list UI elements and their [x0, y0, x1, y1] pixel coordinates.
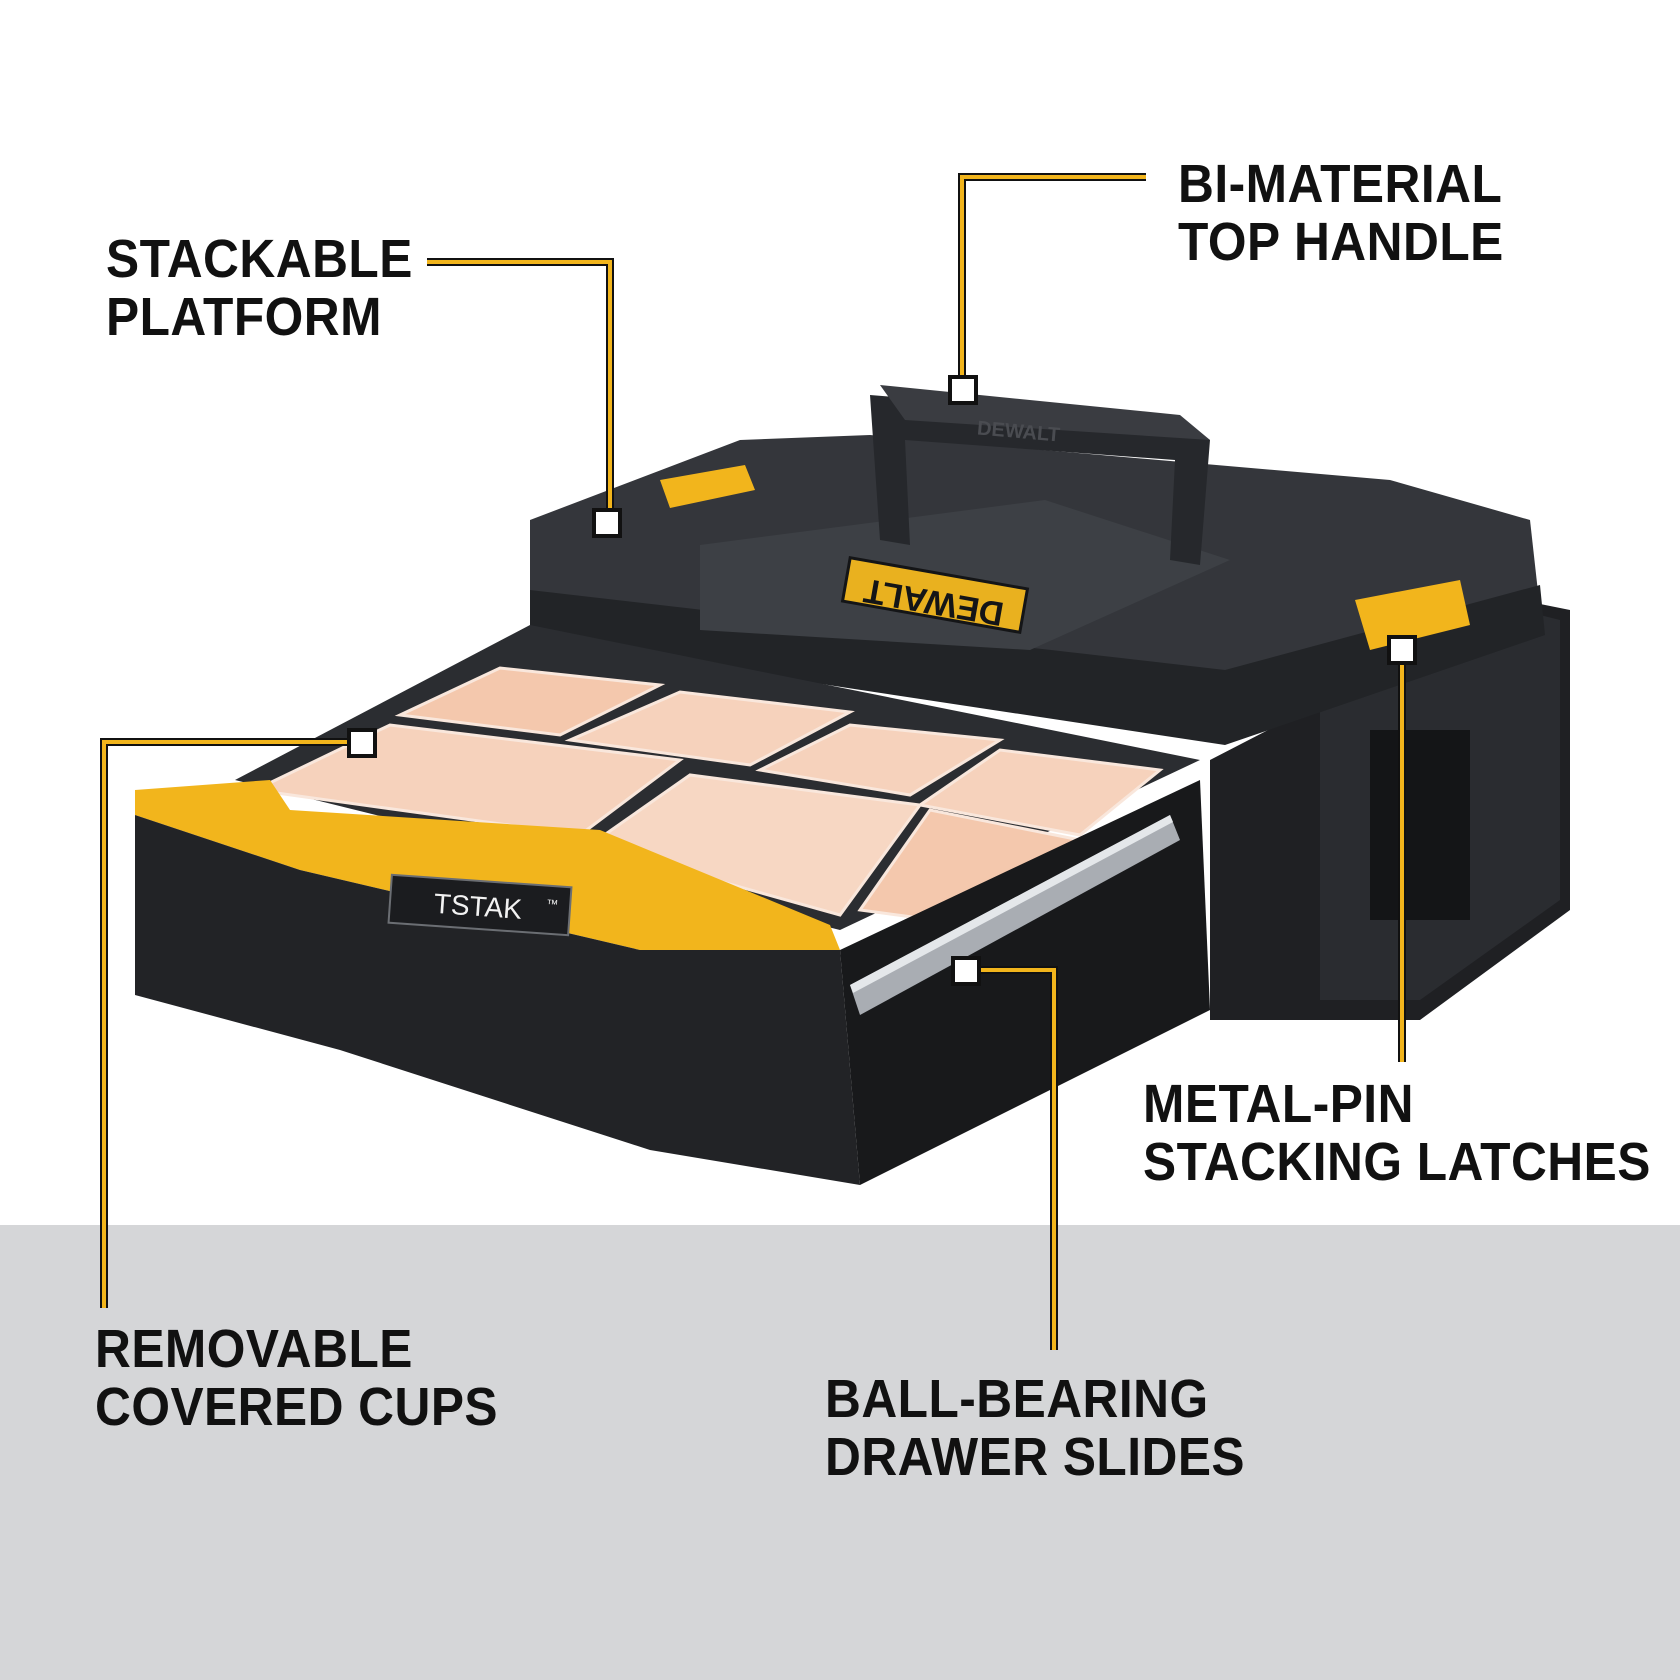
callout-slides-line2: DRAWER SLIDES	[825, 1427, 1246, 1487]
callout-lines	[100, 173, 1406, 1350]
callout-slides-line1: BALL-BEARING	[825, 1369, 1209, 1429]
latch-left	[660, 465, 755, 508]
drawer-side	[840, 780, 1210, 1185]
marker-stackable	[592, 508, 622, 538]
callout-covered-cups: REMOVABLE COVERED CUPS	[95, 1320, 498, 1436]
callout-handle-line2: TOP HANDLE	[1178, 212, 1504, 272]
latch-right	[1355, 580, 1470, 650]
cup	[916, 748, 1164, 837]
leader-line-stackable	[427, 258, 614, 522]
callout-latches-line2: STACKING LATCHES	[1143, 1132, 1651, 1192]
cup	[755, 723, 1005, 797]
callout-stackable-platform: STACKABLE PLATFORM	[106, 230, 413, 346]
cup	[394, 666, 666, 737]
callout-drawer-slides: BALL-BEARING DRAWER SLIDES	[825, 1370, 1245, 1486]
lid-center-panel	[700, 500, 1230, 650]
callout-handle-line1: BI-MATERIAL	[1178, 154, 1503, 214]
drawer-plate	[387, 873, 573, 937]
callout-stackable-line1: STACKABLE	[106, 229, 413, 289]
callout-stackable-line2: PLATFORM	[106, 287, 382, 347]
drawer-plate-trademark: ™	[546, 897, 559, 912]
callout-cups-line2: COVERED CUPS	[95, 1377, 499, 1437]
marker-handle	[948, 375, 978, 405]
drawer-rim	[135, 780, 840, 950]
handle	[870, 395, 1210, 565]
drawer-front	[135, 815, 860, 1185]
floor-background	[0, 1225, 1680, 1680]
lid-logo-plate	[840, 555, 1030, 635]
cup	[564, 690, 855, 767]
drawer-slide-highlight	[850, 815, 1173, 993]
leader-line-handle	[958, 173, 1146, 390]
callout-markers	[347, 375, 1417, 986]
marker-slides	[951, 956, 981, 986]
callout-cups-line1: REMOVABLE	[95, 1319, 413, 1379]
callout-stacking-latches: METAL-PIN STACKING LATCHES	[1143, 1075, 1651, 1191]
marker-cups	[347, 728, 377, 758]
drawer-slide	[850, 815, 1180, 1015]
callout-latches-line1: METAL-PIN	[1143, 1074, 1414, 1134]
callout-top-handle: BI-MATERIAL TOP HANDLE	[1178, 155, 1504, 271]
marker-latches	[1387, 635, 1417, 665]
drawer-plate-text: TSTAK	[433, 888, 523, 925]
case-side-recess	[1370, 730, 1470, 920]
